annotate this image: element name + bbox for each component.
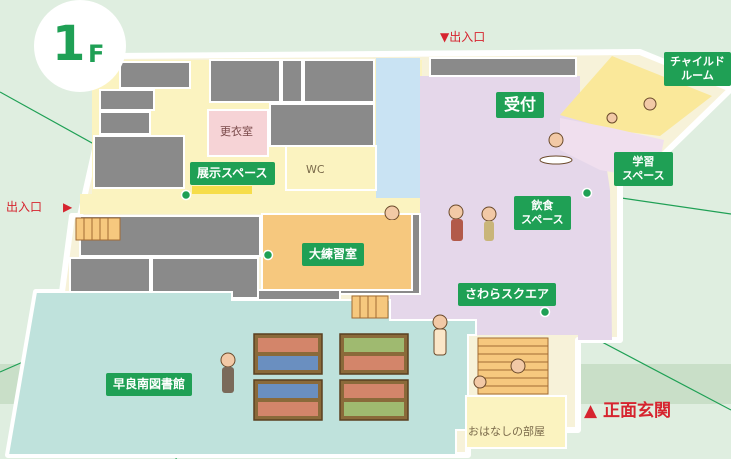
exhibition-space-tag: 展示スペース [190, 162, 275, 185]
stairs [75, 217, 549, 395]
floor-badge [34, 0, 126, 92]
study-space-label-line1: 学習 [632, 155, 655, 168]
story-room-area [465, 395, 567, 449]
large-practice-room-label: 大練習室 [309, 247, 358, 261]
eating-space-label-line1: 飲食 [531, 199, 554, 212]
floor-suffix: F [88, 40, 105, 68]
reception-label: 受付 [504, 95, 537, 114]
study-space-tag: 学習 スペース [614, 152, 673, 186]
changing-room-area [207, 109, 269, 157]
child-room-label-line2: ルーム [681, 68, 714, 82]
wc-label: WC [306, 163, 325, 176]
exhibition-strip [192, 186, 252, 194]
reception-tag: 受付 [496, 92, 545, 118]
exhibition-space-label: 展示スペース [197, 166, 268, 180]
child-room-tag: チャイルド ルーム [664, 52, 731, 86]
library-label: 早良南図書館 [113, 377, 186, 391]
changing-room-label: 更衣室 [220, 125, 253, 138]
corridor-west [80, 194, 420, 214]
large-practice-room-tag: 大練習室 [302, 243, 365, 266]
location-dots [180, 187, 593, 318]
child-room-area [560, 56, 712, 136]
floor-number: 1 [52, 16, 86, 72]
bookshelves [253, 333, 409, 421]
eating-space-label-line2: スペース [521, 212, 564, 226]
wc-area [285, 145, 377, 191]
library-tag: 早良南図書館 [106, 373, 193, 396]
child-room-label-line1: チャイルド [670, 55, 725, 68]
sawara-square-label: さわらスクエア [465, 287, 550, 301]
sawara-square-tag: さわらスクエア [458, 283, 557, 306]
main-entrance-label: ▲ 正面玄関 [584, 401, 671, 421]
left-entrance-label: 出入口 [6, 200, 43, 214]
left-entrance-arrow-icon: ▶ [63, 200, 73, 214]
corridor-blue [376, 58, 420, 198]
people-illustrations [220, 97, 657, 393]
study-space-label-line2: スペース [622, 168, 665, 182]
eating-space-tag: 飲食 スペース [514, 196, 571, 230]
top-entrance-label: ▼出入口 [440, 30, 486, 44]
story-room-label: おはなしの部屋 [468, 425, 545, 438]
